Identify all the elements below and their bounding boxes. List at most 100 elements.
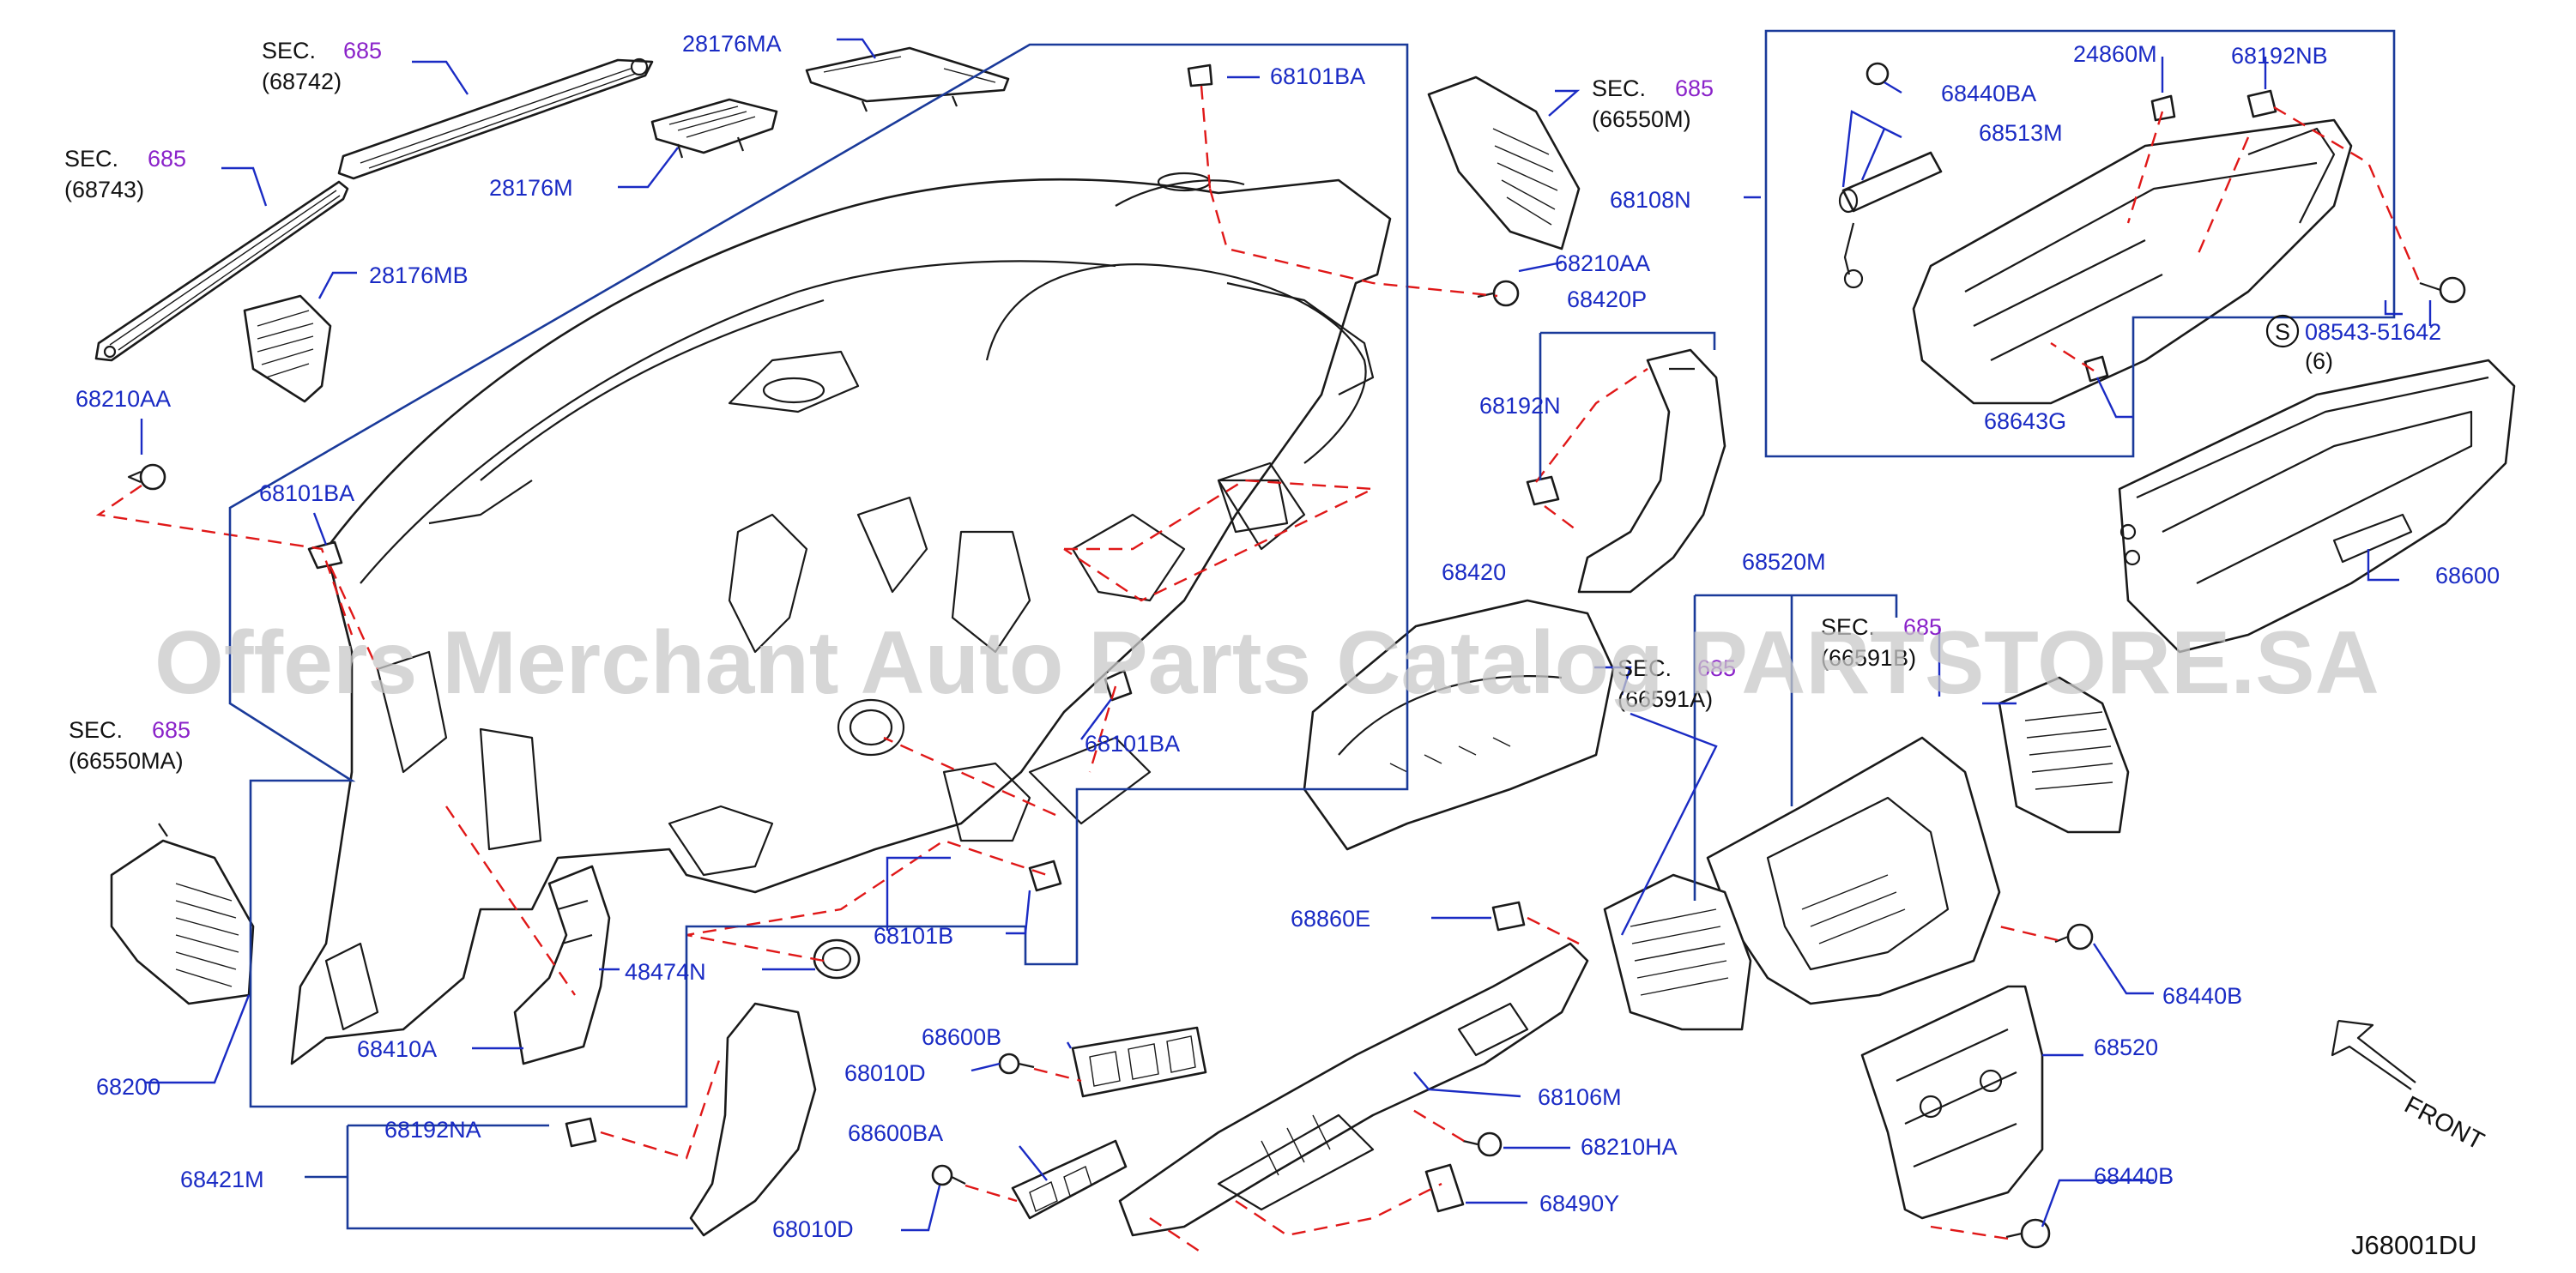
label-68643G: 68643G bbox=[1984, 408, 2066, 434]
trim-68420P bbox=[1577, 348, 1726, 594]
label-68520M: 68520M bbox=[1742, 549, 1826, 575]
label-68410A: 68410A bbox=[357, 1036, 437, 1062]
label-24860M: 24860M bbox=[2073, 41, 2157, 67]
label-68101BA-top: 68101BA bbox=[1270, 63, 1365, 89]
box-68200-group bbox=[228, 43, 1409, 1108]
clip-68192NB bbox=[2246, 89, 2277, 118]
label-68600BA: 68600BA bbox=[848, 1120, 943, 1146]
label-28176M: 28176M bbox=[489, 175, 573, 201]
label-68101BA-mid: 68101BA bbox=[1085, 731, 1180, 757]
label-68440BA: 68440BA bbox=[1941, 81, 2036, 106]
label-68513M: 68513M bbox=[1979, 120, 2063, 146]
bracket-68410A bbox=[513, 865, 611, 1065]
lower-panel-68106M bbox=[1118, 942, 1589, 1237]
clip-68210AA-right bbox=[1477, 280, 1520, 307]
sec-ref-68743: (68743) bbox=[64, 177, 144, 202]
label-68440B-lower: 68440B bbox=[2094, 1163, 2174, 1189]
part-shapes bbox=[94, 46, 2516, 1249]
defroster-grille-68742 bbox=[337, 57, 654, 180]
leader-lines bbox=[140, 38, 2432, 1232]
clip-24860M bbox=[2150, 94, 2176, 122]
label-68192NB: 68192NB bbox=[2231, 43, 2328, 69]
sec-number-66591A: 685 bbox=[1697, 655, 1736, 681]
vent-66550M bbox=[1427, 75, 1581, 250]
sec-number-66550M: 685 bbox=[1675, 75, 1714, 101]
speaker-grille-28176MB bbox=[243, 294, 332, 403]
sec-label-68743: SEC. bbox=[64, 146, 118, 172]
vent-66591B bbox=[1998, 676, 2130, 834]
front-arrow-icon bbox=[2331, 1019, 2416, 1090]
screw-68010D-upper bbox=[998, 1053, 1035, 1075]
sec-ref-66550M: (66550M) bbox=[1592, 106, 1691, 132]
watermark: Offers Merchant Auto Parts Catalog PARTS… bbox=[154, 613, 2379, 713]
label-08543-51642: 08543-51642 bbox=[2305, 319, 2441, 345]
sec-label-66591B: SEC. bbox=[1821, 614, 1875, 640]
sec-label-66550M: SEC. bbox=[1592, 75, 1646, 101]
sec-ref-68742: (68742) bbox=[262, 69, 342, 94]
callouts: SEC. 685 (68742) SEC. 685 (68743) SEC. 6… bbox=[64, 31, 2500, 1260]
clip-68101BA-top bbox=[1187, 63, 1213, 87]
label-68420P: 68420P bbox=[1567, 287, 1647, 312]
switch-68600BA bbox=[1011, 1139, 1128, 1220]
s-symbol-text: S bbox=[2275, 319, 2290, 345]
sec-number-66591B: 685 bbox=[1903, 614, 1942, 640]
label-68210AA-right: 68210AA bbox=[1555, 250, 1650, 276]
label-28176MA: 28176MA bbox=[682, 31, 782, 57]
sec-ref-66591B: (66591B) bbox=[1821, 645, 1916, 671]
bracket-68520M bbox=[1693, 594, 1898, 901]
sec-number-66550MA: 685 bbox=[152, 717, 190, 743]
clip-68210AA-left bbox=[127, 463, 166, 491]
label-68421M: 68421M bbox=[180, 1167, 264, 1192]
clip-68210HA bbox=[1462, 1131, 1503, 1157]
speaker-grille-28176MA bbox=[805, 46, 1010, 112]
sec-number-68743: 685 bbox=[148, 146, 186, 172]
label-68106M: 68106M bbox=[1538, 1084, 1622, 1110]
sec-label-68742: SEC. bbox=[262, 38, 316, 63]
label-68101B: 68101B bbox=[874, 923, 953, 949]
vent-66591A bbox=[1603, 873, 1752, 1031]
switch-68600B bbox=[1071, 1026, 1207, 1098]
screw-08543-51642 bbox=[2419, 276, 2466, 304]
label-68010D-lower: 68010D bbox=[772, 1216, 854, 1242]
ring-48474N bbox=[813, 938, 861, 980]
clip-68643G bbox=[2083, 355, 2109, 383]
label-68520: 68520 bbox=[2094, 1035, 2158, 1060]
s-symbol-icon: S bbox=[2265, 314, 2300, 348]
label-28176MB: 28176MB bbox=[369, 262, 469, 288]
label-68210AA-left: 68210AA bbox=[76, 386, 171, 412]
screw-68010D-lower bbox=[931, 1164, 966, 1186]
glove-box-68600 bbox=[2118, 359, 2516, 654]
label-68192NA: 68192NA bbox=[384, 1117, 481, 1143]
box-glovebox-inner bbox=[1764, 29, 2396, 458]
label-68200: 68200 bbox=[96, 1074, 160, 1100]
control-panel-68520 bbox=[1860, 985, 2044, 1220]
cluster-hood-68420 bbox=[1303, 599, 1615, 851]
clip-68101B bbox=[1028, 860, 1062, 892]
side-finisher-68421M bbox=[689, 1002, 817, 1237]
sec-label-66550MA: SEC. bbox=[69, 717, 123, 743]
label-68420: 68420 bbox=[1442, 559, 1506, 585]
clip-68860E bbox=[1491, 901, 1526, 932]
instrument-panel-68200 bbox=[290, 172, 1392, 1065]
bracket-68490Y bbox=[1424, 1163, 1465, 1213]
installation-dashed-lines bbox=[95, 85, 2422, 1253]
sec-number-68742: 685 bbox=[343, 38, 382, 63]
label-68600: 68600 bbox=[2435, 563, 2500, 588]
label-68860E: 68860E bbox=[1291, 906, 1370, 932]
label-68192N: 68192N bbox=[1479, 393, 1561, 419]
front-label: FRONT bbox=[2400, 1091, 2488, 1155]
damper-68513M bbox=[1838, 62, 1943, 289]
clip-68101BA-left bbox=[307, 540, 343, 570]
screw-68440B-upper bbox=[2054, 923, 2094, 950]
label-68010D-upper: 68010D bbox=[844, 1060, 926, 1086]
clip-68101BA-mid bbox=[1104, 669, 1133, 702]
label-68490Y: 68490Y bbox=[1539, 1191, 1619, 1216]
diagram-code: J68001DU bbox=[2351, 1230, 2476, 1260]
label-48474N: 48474N bbox=[625, 959, 706, 985]
clip-68192N bbox=[1526, 475, 1560, 506]
vent-66550MA bbox=[110, 823, 255, 1005]
label-68440B-upper: 68440B bbox=[2162, 983, 2242, 1009]
sec-label-66591A: SEC. bbox=[1618, 655, 1672, 681]
